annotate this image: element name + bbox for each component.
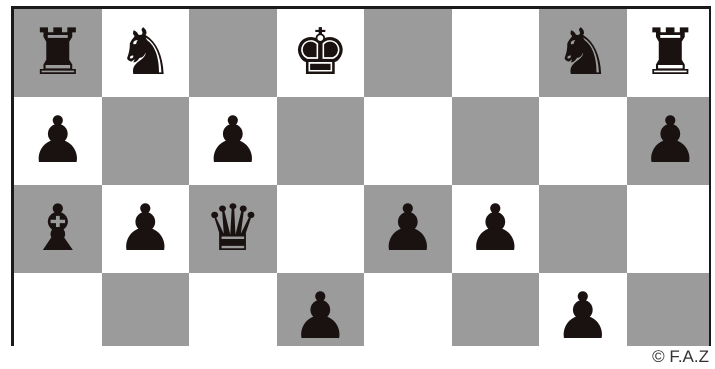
square-b8[interactable]: ♞ (102, 9, 190, 97)
square-a6[interactable]: ♝ (14, 185, 102, 273)
square-a5[interactable] (14, 273, 102, 346)
square-h7[interactable]: ♟ (627, 97, 712, 185)
square-f5[interactable] (452, 273, 540, 346)
black-pawn-icon[interactable]: ♟ (117, 197, 174, 261)
square-f6[interactable]: ♟ (452, 185, 540, 273)
square-g5[interactable]: ♟ (539, 273, 627, 346)
square-g7[interactable] (539, 97, 627, 185)
square-c7[interactable]: ♟ (189, 97, 277, 185)
square-a7[interactable]: ♟ (14, 97, 102, 185)
square-c6[interactable]: ♛ (189, 185, 277, 273)
square-c8[interactable] (189, 9, 277, 97)
black-rook-icon[interactable]: ♜ (642, 21, 699, 85)
chess-board: ♜ ♞ ♚ ♞ ♜ ♟ ♟ ♟ ♝ ♟ ♛ ♟ ♟ ♟ ♟ (14, 9, 711, 346)
square-g8[interactable]: ♞ (539, 9, 627, 97)
square-h5[interactable] (627, 273, 712, 346)
black-knight-icon[interactable]: ♞ (554, 21, 611, 85)
square-f8[interactable] (452, 9, 540, 97)
square-e7[interactable] (364, 97, 452, 185)
black-pawn-icon[interactable]: ♟ (642, 109, 699, 173)
square-b5[interactable] (102, 273, 190, 346)
square-c5[interactable] (189, 273, 277, 346)
black-knight-icon[interactable]: ♞ (117, 21, 174, 85)
square-d7[interactable] (277, 97, 365, 185)
black-rook-icon[interactable]: ♜ (29, 21, 86, 85)
square-d5[interactable]: ♟ (277, 273, 365, 346)
square-d6[interactable] (277, 185, 365, 273)
square-h6[interactable] (627, 185, 712, 273)
black-bishop-icon[interactable]: ♝ (29, 197, 86, 261)
square-d8[interactable]: ♚ (277, 9, 365, 97)
square-h8[interactable]: ♜ (627, 9, 712, 97)
black-king-icon[interactable]: ♚ (292, 21, 349, 85)
copyright-notice: © F.A.Z (652, 347, 709, 367)
black-pawn-icon[interactable]: ♟ (379, 197, 436, 261)
square-b7[interactable] (102, 97, 190, 185)
black-queen-icon[interactable]: ♛ (204, 197, 261, 261)
chess-board-frame: ♜ ♞ ♚ ♞ ♜ ♟ ♟ ♟ ♝ ♟ ♛ ♟ ♟ ♟ ♟ (11, 6, 711, 346)
black-pawn-icon[interactable]: ♟ (292, 285, 349, 346)
black-pawn-icon[interactable]: ♟ (554, 285, 611, 346)
square-g6[interactable] (539, 185, 627, 273)
black-pawn-icon[interactable]: ♟ (29, 109, 86, 173)
square-f7[interactable] (452, 97, 540, 185)
square-e8[interactable] (364, 9, 452, 97)
black-pawn-icon[interactable]: ♟ (204, 109, 261, 173)
black-pawn-icon[interactable]: ♟ (467, 197, 524, 261)
square-a8[interactable]: ♜ (14, 9, 102, 97)
square-e6[interactable]: ♟ (364, 185, 452, 273)
square-b6[interactable]: ♟ (102, 185, 190, 273)
square-e5[interactable] (364, 273, 452, 346)
